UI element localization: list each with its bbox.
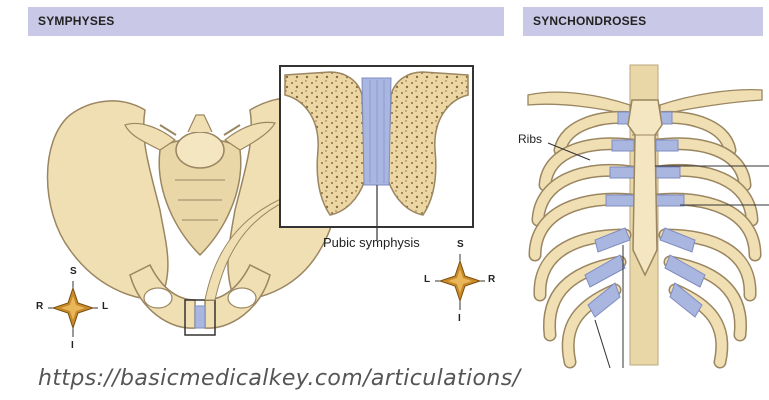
rib-cage-illustration [528, 65, 769, 368]
compass-left-inferior: I [71, 340, 74, 351]
compass-right-left: L [424, 274, 430, 285]
compass-left-left: L [102, 301, 108, 312]
source-url-caption: https://basicmedicalkey.com/articulation… [38, 366, 520, 391]
compass-left-right: R [36, 301, 43, 312]
compass-left-superior: S [70, 266, 77, 277]
pubic-symphysis-label: Pubic symphysis [323, 235, 420, 250]
compass-right-right: R [488, 274, 495, 285]
compass-right-superior: S [457, 239, 464, 250]
pubic-symphysis-inset [280, 66, 473, 240]
compass-left-icon [48, 281, 98, 337]
compass-right-icon [435, 254, 485, 310]
compass-right-inferior: I [458, 313, 461, 324]
ribs-label: Ribs [518, 132, 542, 146]
